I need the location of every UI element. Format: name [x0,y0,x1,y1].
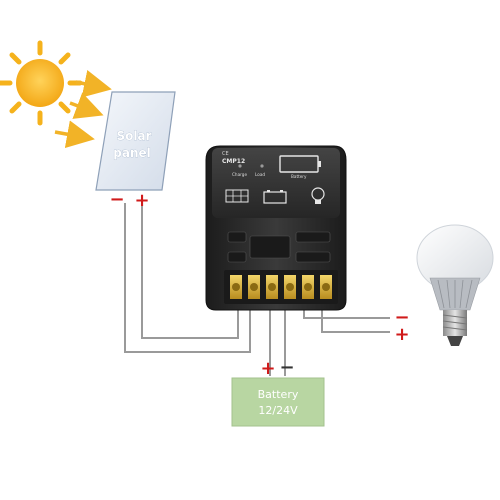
wire-load-positive [321,306,390,333]
wires [124,203,390,376]
controller-vents [227,231,331,263]
solar-positive-sign: + [134,190,149,211]
controller-model: CMP12 [222,158,245,165]
charge-indicator-label: Charge [232,172,247,177]
ray-arrow [54,120,95,149]
load-negative-sign: − [394,307,409,328]
battery-label-line1: Battery [258,388,299,401]
terminal-screws [230,275,332,299]
sun-icon [0,40,83,126]
battery-box: Battery 12/24V [231,377,325,427]
wire-solar-positive [141,203,239,339]
led-bulb [416,224,494,346]
solar-panel: Solar panel [95,91,176,191]
battery-icon [263,190,287,204]
controller-ce-mark: CE [222,151,229,157]
solar-panel-label-line2: panel [113,146,150,160]
battery-negative-sign: − [279,357,294,378]
battery-label-line2: 12/24V [258,404,298,417]
load-indicator-label: Load [255,172,265,177]
charge-controller: CMP12 CE Charge Load Battery [205,145,347,311]
ray-arrow [69,92,104,119]
solar-panel-icon [225,189,249,203]
battery-positive-sign: + [260,358,275,379]
charge-led [238,164,242,168]
load-positive-sign: + [394,324,409,345]
bulb-icon [311,187,325,204]
ray-arrow [75,70,112,98]
solar-negative-sign: − [109,189,124,210]
wire-solar-negative [124,203,251,353]
sun-ray-arrows [54,70,112,149]
battery-indicator-label: Battery [291,174,307,179]
solar-panel-label-line1: Solar [116,129,151,143]
load-led [260,164,264,168]
